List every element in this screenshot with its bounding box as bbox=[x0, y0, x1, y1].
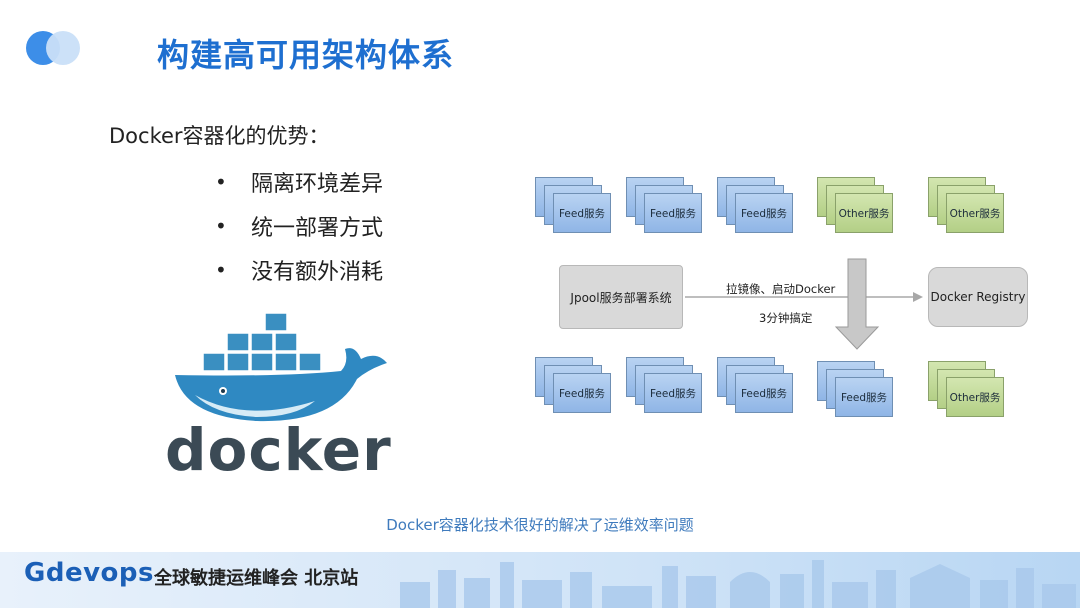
advantages-list: •隔离环境差异 •统一部署方式 •没有额外消耗 bbox=[215, 160, 383, 292]
service-stack: Other服务 bbox=[928, 177, 1004, 233]
flow-arrows bbox=[685, 258, 923, 350]
list-item: •隔离环境差异 bbox=[215, 170, 384, 197]
service-stack: Feed服务 bbox=[817, 361, 893, 417]
slide-title: 构建高可用架构体系 bbox=[157, 36, 455, 74]
logo-circles-icon bbox=[26, 31, 86, 67]
service-stack: Other服务 bbox=[928, 361, 1004, 417]
service-stack: Other服务 bbox=[817, 177, 893, 233]
brand-logo: Gdevops bbox=[24, 558, 154, 588]
down-arrow bbox=[834, 258, 880, 350]
list-item: •没有额外消耗 bbox=[215, 258, 384, 285]
service-stack: Feed服务 bbox=[717, 177, 793, 233]
service-stack: Feed服务 bbox=[626, 357, 702, 413]
advantages-heading: Docker容器化的优势： bbox=[109, 124, 330, 148]
slide-caption: Docker容器化技术很好的解决了运维效率问题 bbox=[386, 516, 694, 534]
deployment-diagram: Feed服务 Feed服务 Feed服务 Other服务 Other服务 Jpo… bbox=[515, 165, 1043, 450]
docker-registry-box: Docker Registry bbox=[928, 267, 1028, 327]
footer-banner: Gdevops 全球敏捷运维峰会 北京站 bbox=[0, 552, 1080, 608]
service-stack: Feed服务 bbox=[535, 177, 611, 233]
arrow-label-time: 3分钟搞定 bbox=[759, 311, 813, 325]
arrow-label-pull: 拉镜像、启动Docker bbox=[726, 282, 836, 296]
service-stack: Feed服务 bbox=[626, 177, 702, 233]
service-stack: Feed服务 bbox=[535, 357, 611, 413]
horizontal-arrowhead bbox=[913, 292, 923, 302]
list-item: •统一部署方式 bbox=[215, 214, 384, 241]
service-stack: Feed服务 bbox=[717, 357, 793, 413]
city-skyline-icon bbox=[400, 560, 1076, 608]
jpool-deploy-box: Jpool服务部署系统 bbox=[559, 265, 683, 329]
docker-wordmark: docker bbox=[165, 416, 392, 484]
event-name: 全球敏捷运维峰会 北京站 bbox=[154, 568, 359, 589]
docker-whale-icon bbox=[175, 312, 387, 422]
